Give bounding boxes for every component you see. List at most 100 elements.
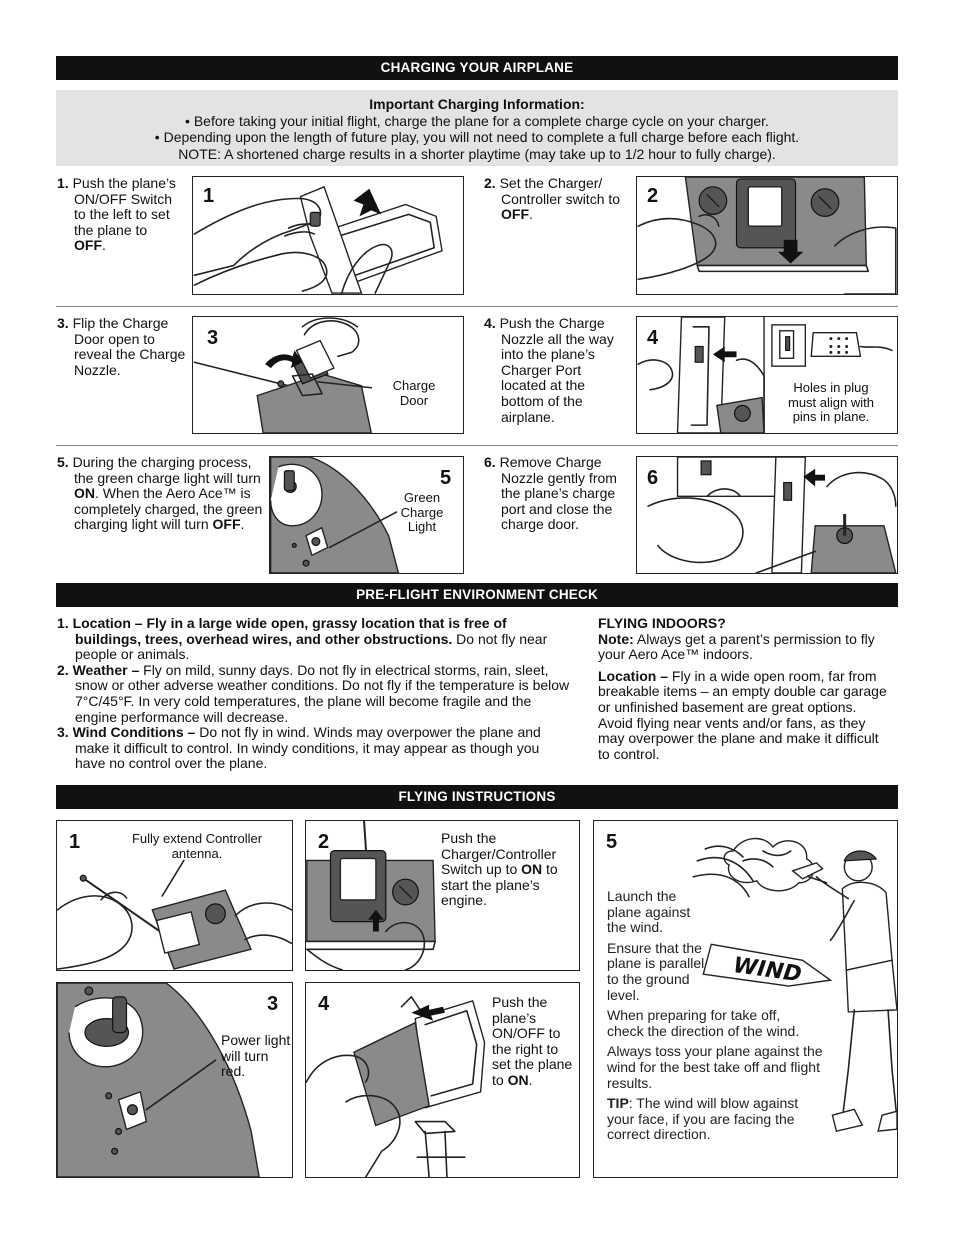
step-text: Remove Charge Nozzle gently from the pla…: [499, 454, 617, 533]
flying-panel-1: 1 Fully extend Controller antenna.: [56, 820, 293, 971]
antenna-illustration: [57, 859, 292, 970]
charge-step-5: 5. During the charging process, the gree…: [57, 454, 265, 533]
caption-green-light: Green Charge Light: [400, 490, 444, 534]
charge-nozzle-illustration: [637, 317, 893, 433]
section-header-flying: FLYING INSTRUCTIONS: [56, 785, 898, 809]
charge-step-6: 6. Remove Charge Nozzle gently from the …: [484, 454, 624, 533]
step-number: 3.: [57, 315, 69, 331]
flying-panel-2: 2 Push the Charger/Controller Switch up …: [305, 820, 580, 971]
flying-panel-3: 3 Power light will turn red.: [56, 982, 293, 1178]
panel-4-bold: ON: [507, 1071, 529, 1088]
item-number: 1.: [57, 615, 69, 631]
wind-check-text: When preparing for take off, check the d…: [607, 1007, 800, 1039]
step-bold-2: OFF: [212, 516, 241, 533]
step-number: 2.: [484, 175, 496, 191]
section-header-preflight: PRE-FLIGHT ENVIRONMENT CHECK: [56, 583, 898, 607]
panel-2-text: Push the Charger/Controller Switch up to…: [441, 830, 577, 909]
figure-charge-nozzle: 4 Holes in plug must align with pins in …: [636, 316, 898, 434]
tip-text: TIP: The wind will blow against your fac…: [607, 1095, 827, 1143]
step-number: 4.: [484, 315, 496, 331]
divider: [56, 306, 898, 307]
figure-number: 1: [203, 185, 215, 207]
indoors-title: FLYING INDOORS?: [598, 615, 726, 631]
step-text: Push the Charge Nozzle all the way into …: [499, 315, 614, 425]
step-number: 1.: [57, 175, 69, 191]
charge-step-3: 3. Flip the Charge Door open to reveal t…: [57, 315, 187, 378]
charge-light-illustration: [270, 457, 400, 573]
step-text: Set the Charger/ Controller switch to: [499, 175, 621, 207]
info-title: Important Charging Information:: [369, 96, 585, 112]
panel-1-text: Fully extend Controller antenna.: [131, 831, 263, 861]
charging-info-box: Important Charging Information: • Before…: [56, 90, 898, 166]
info-line-1: • Before taking your initial flight, cha…: [185, 112, 769, 129]
panel-2-bold: ON: [521, 861, 543, 878]
panel-2-text-a: Push the Charger/Controller Switch up to: [441, 830, 557, 878]
flying-panel-5: WIND 5 Launch the plane against the wind…: [593, 820, 898, 1178]
item-text: Fly on mild, sunny days. Do not fly in e…: [75, 661, 570, 725]
figure-number: 3: [207, 327, 219, 349]
panel-4-text-b: .: [528, 1071, 533, 1088]
divider: [56, 445, 898, 446]
toss-text: Always toss your plane against the wind …: [607, 1043, 823, 1091]
item-number: 2.: [57, 661, 69, 678]
figure-number: 4: [318, 993, 330, 1015]
figure-charge-door: 3 Charge Door: [192, 316, 464, 434]
step-text-end: .: [529, 206, 533, 223]
charge-step-4: 4. Push the Charge Nozzle all the way in…: [484, 315, 626, 425]
panel-4-text-a: Push the plane’s ON/OFF to the right to …: [492, 994, 573, 1088]
panel-2-text-b: to start the plane’s engine.: [441, 861, 558, 909]
panel-4-text: Push the plane’s ON/OFF to the right to …: [492, 994, 578, 1089]
step-number: 6.: [484, 454, 496, 470]
tip-body: : The wind will blow against your face, …: [607, 1095, 799, 1143]
item-text: Do not fly in wind. Winds may overpower …: [75, 724, 541, 772]
note-text: Always get a parent’s permission to fly …: [598, 630, 875, 663]
step-bold: ON: [74, 485, 95, 502]
figure-controller-switch-off: 2: [636, 176, 898, 295]
figure-number: 6: [647, 467, 659, 489]
item-number: 3.: [57, 724, 69, 741]
note-label: Note:: [598, 630, 634, 647]
flying-indoors: FLYING INDOORS? Note: Always get a paren…: [598, 615, 888, 769]
figure-number: 5: [440, 467, 452, 489]
tip-label: TIP: [607, 1095, 629, 1112]
plane-switch-illustration: [193, 185, 443, 294]
preflight-item-wind: 3. Wind Conditions – Do not fly in wind.…: [57, 724, 573, 772]
step-bold: OFF: [501, 206, 529, 223]
parallel-text: Ensure that the plane is parallel to the…: [607, 939, 705, 1003]
flying-panel-4: 4 Push the plane’s ON/OFF to the right t…: [305, 982, 580, 1178]
figure-number: 1: [69, 831, 81, 853]
preflight-list: 1. Location – Fly in a large wide open, …: [57, 615, 573, 772]
preflight-item-location: 1. Location – Fly in a large wide open, …: [57, 615, 573, 663]
figure-green-charge-light: 5 Green Charge Light: [269, 456, 464, 574]
caption-plug-holes: Holes in plug must align with pins in pl…: [788, 380, 874, 424]
figure-number: 5: [606, 831, 618, 853]
plane-switch-on-illustration: [306, 996, 486, 1177]
item-text: Do not fly near people or animals.: [75, 630, 548, 663]
step-text-mid: . When the Aero Ace™ is completely charg…: [74, 485, 263, 533]
figure-remove-nozzle: 6: [636, 456, 898, 574]
indoor-location-label: Location –: [598, 667, 669, 684]
item-label: Location – Fly in a large wide open, gra…: [72, 615, 507, 647]
indoor-location-text: Fly in a wide open room, far from breaka…: [598, 667, 887, 762]
step-text: Push the plane’s ON/OFF Switch to the le…: [72, 175, 176, 238]
controller-switch-illustration: [637, 177, 897, 294]
figure-number: 4: [647, 327, 659, 349]
section-header-charging: CHARGING YOUR AIRPLANE: [56, 56, 898, 80]
launch-text: Launch the plane against the wind.: [607, 888, 691, 936]
charge-door-illustration: [193, 317, 373, 433]
step-text: During the charging process, the green c…: [72, 454, 261, 486]
item-label: Wind Conditions –: [72, 724, 196, 741]
step-text-end: .: [240, 516, 245, 533]
caption-charge-door: Charge Door: [392, 378, 436, 408]
panel-5-text: Launch the plane against the wind. Ensur…: [607, 888, 823, 1148]
step-number: 5.: [57, 454, 69, 470]
info-line-3: NOTE: A shortened charge results in a sh…: [178, 145, 776, 162]
switch-on-illustration: [306, 821, 436, 970]
step-bold: OFF: [74, 237, 102, 254]
step-text-end: .: [102, 237, 106, 254]
launch-illustration: WIND: [692, 837, 897, 1132]
step-text: Flip the Charge Door open to reveal the …: [72, 315, 186, 378]
item-label: Weather –: [72, 661, 140, 678]
charge-step-1: 1. Push the plane’s ON/OFF Switch to the…: [57, 175, 179, 254]
remove-nozzle-illustration: [647, 457, 897, 573]
